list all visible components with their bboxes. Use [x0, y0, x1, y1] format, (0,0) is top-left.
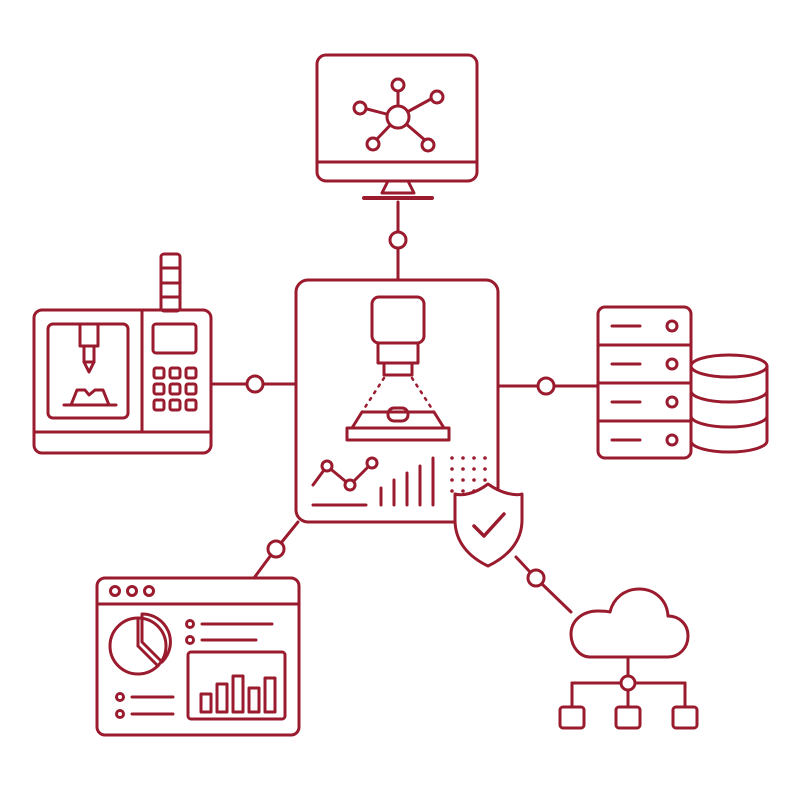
- network-hub-icon: [352, 77, 445, 153]
- grid-dot: [461, 467, 465, 471]
- rack-led: [665, 357, 679, 371]
- machine-body: [32, 308, 213, 455]
- rack-led: [665, 319, 679, 333]
- keypad-key: [168, 366, 182, 380]
- cloud-network-icon: [558, 587, 699, 730]
- network-monitor-icon: [315, 53, 479, 200]
- grid-dot: [461, 478, 465, 482]
- keypad-key: [184, 398, 198, 412]
- bar-chart-icon: [379, 456, 435, 507]
- line-chart-icon: [311, 456, 379, 507]
- cnc-machine-icon: [32, 252, 213, 455]
- grid-dot: [450, 467, 454, 471]
- grid-dot: [472, 467, 476, 471]
- dashboard-bar-chart-icon: [199, 674, 277, 714]
- cloud-endpoint-left: [558, 705, 586, 730]
- cloud-icon: [569, 587, 690, 659]
- keypad-key: [152, 398, 166, 412]
- keypad-key: [184, 366, 198, 380]
- shield-check-icon: [453, 482, 524, 568]
- bar-chart-panel: [186, 650, 287, 721]
- connector-hub-cnc: [210, 374, 298, 394]
- grid-dot: [472, 478, 476, 482]
- control-screen: [151, 322, 198, 355]
- rack-led: [665, 395, 679, 409]
- machine-vision-camera-icon: [345, 295, 451, 442]
- grid-dot: [450, 456, 454, 460]
- grid-dot: [483, 456, 487, 460]
- cloud-endpoint-center: [614, 705, 642, 730]
- connector-hub-server: [496, 376, 600, 396]
- keypad-key: [168, 382, 182, 396]
- grid-dot: [483, 467, 487, 471]
- grid-dot: [450, 478, 454, 482]
- keypad-key: [152, 382, 166, 396]
- legend-lines-icon: [115, 619, 274, 719]
- analytics-dashboard-icon: [95, 576, 301, 737]
- connector-hub-dashboard: [252, 520, 300, 580]
- monitor-screen: [315, 53, 479, 183]
- grid-dot: [461, 456, 465, 460]
- browser-window: [95, 576, 301, 737]
- grid-dot: [461, 489, 465, 493]
- grid-dot: [483, 478, 487, 482]
- grid-dot: [450, 489, 454, 493]
- server-database-icon: [596, 305, 769, 460]
- hub-frame: [294, 278, 500, 524]
- keypad-key: [184, 382, 198, 396]
- pie-chart-icon: [108, 612, 172, 676]
- keypad-icon: [152, 366, 198, 412]
- cloud-endpoint-right: [671, 705, 699, 730]
- keypad-key: [152, 366, 166, 380]
- connector-hub-monitor: [388, 200, 408, 282]
- connector-security-cloud: [514, 555, 573, 614]
- grid-dot: [472, 456, 476, 460]
- database-icon: [689, 353, 769, 454]
- keypad-key: [168, 398, 182, 412]
- rack-led: [665, 433, 679, 447]
- hub-vision-panel: [294, 278, 500, 524]
